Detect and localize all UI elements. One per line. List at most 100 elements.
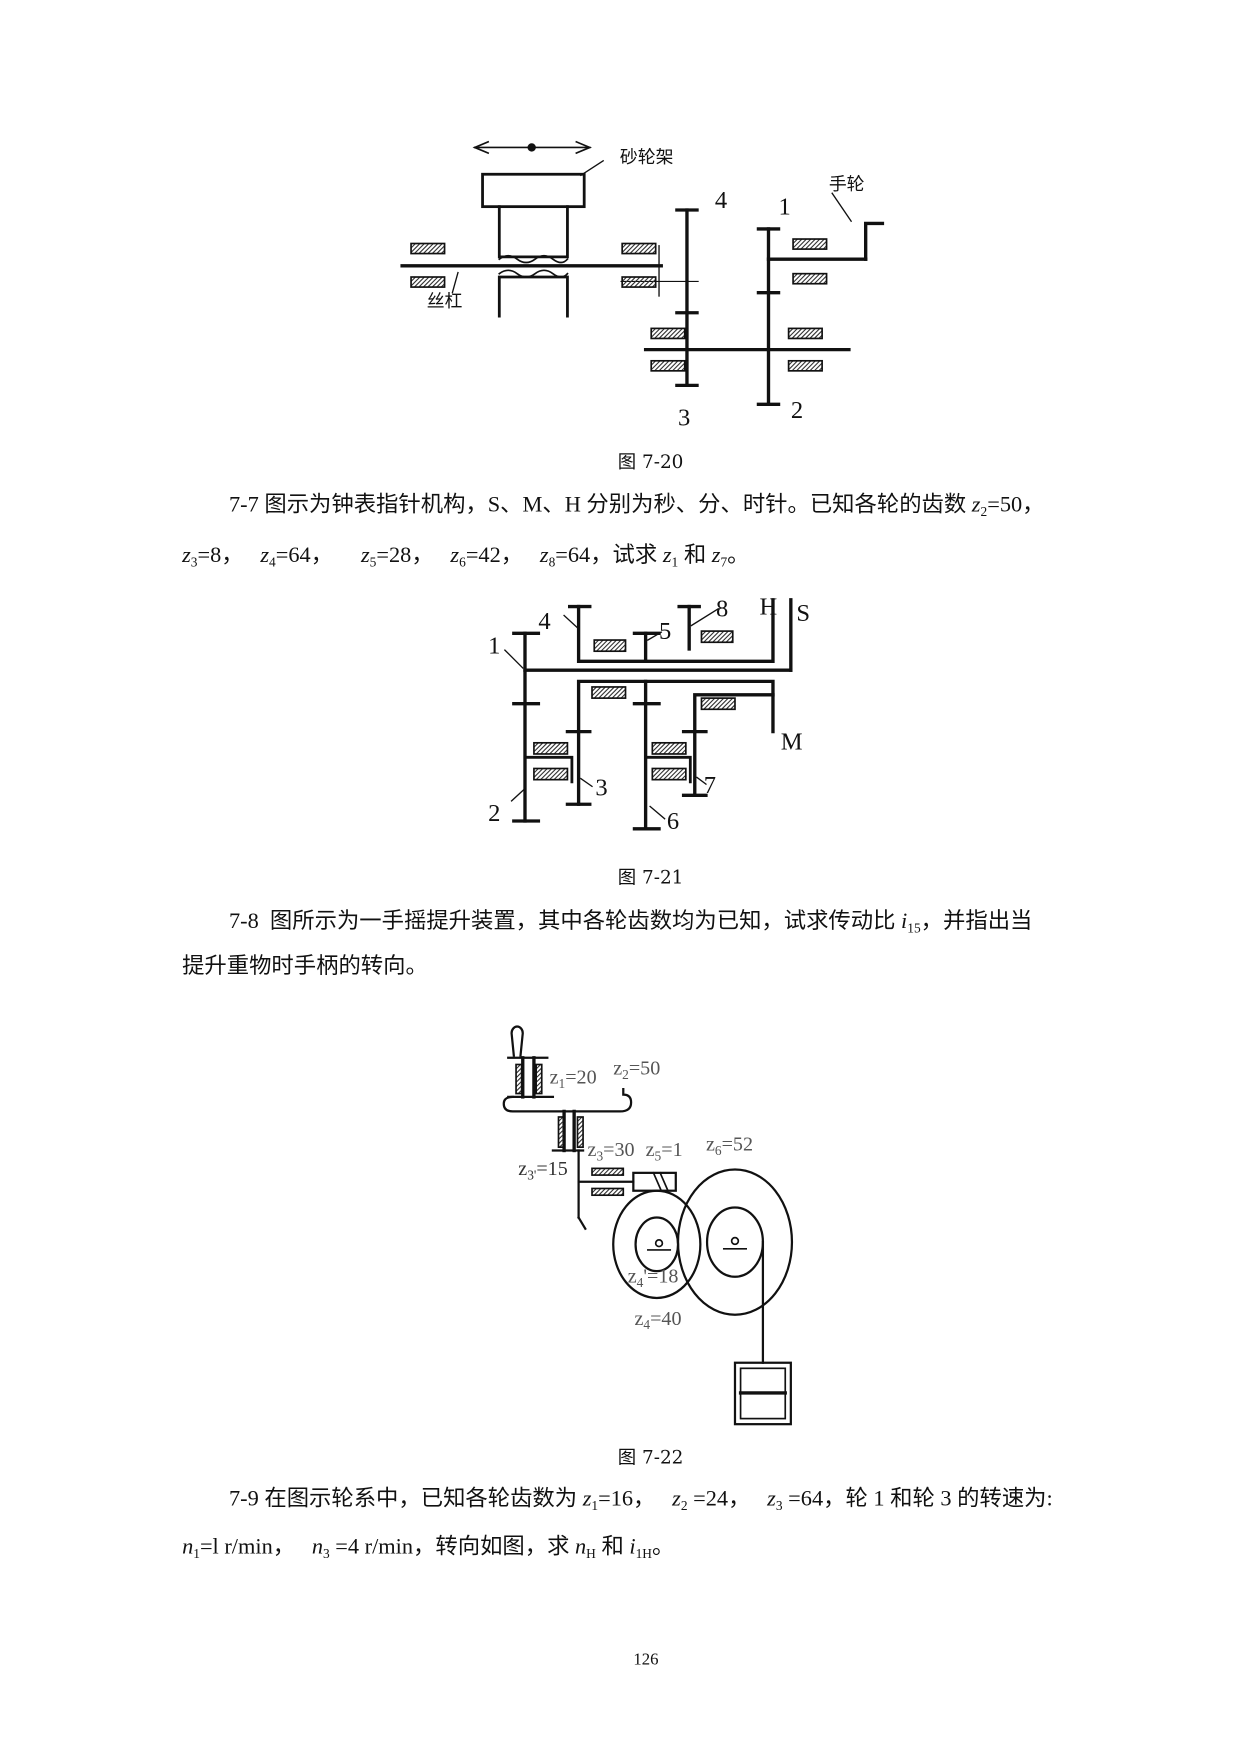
- text: 7-8 图所示为一手摇提升装置，其中各轮齿数均为已知，试求传动比: [228, 909, 902, 934]
- column-upper: [497, 205, 569, 259]
- bearing-icon: [792, 272, 828, 285]
- column-lower: [497, 275, 569, 318]
- text: =64，轮 1 和轮 3 的转速为:: [782, 1486, 1053, 1512]
- var: z: [711, 542, 721, 568]
- gear-7-hub: [693, 693, 775, 797]
- bearing-icon: [591, 1187, 625, 1197]
- figure-7-22: [502, 1025, 794, 1426]
- label-gear-3: 3: [678, 405, 690, 432]
- sub: 2: [980, 503, 988, 520]
- bearing-icon: [410, 242, 446, 255]
- sub: 15: [907, 920, 921, 937]
- label-gear-1: 1: [488, 632, 500, 659]
- sub: 6: [459, 554, 466, 570]
- label-minute-hand: M: [781, 729, 803, 756]
- gear-4-hub: [567, 598, 775, 663]
- bearing-icon: [621, 242, 657, 255]
- bearing-icon: [593, 639, 627, 653]
- sub: 3: [323, 1545, 330, 1562]
- sub: 4: [269, 554, 276, 570]
- bearing-icon: [591, 686, 627, 699]
- label-z6: z6=52: [706, 1134, 753, 1158]
- label-hour-hand: H: [760, 593, 778, 620]
- label-gear-6: 6: [667, 808, 679, 835]
- label-z3: z3=30: [588, 1139, 635, 1163]
- bearing-icon: [535, 1063, 543, 1095]
- figure-caption-7-20: 图 7-20: [617, 451, 684, 473]
- bearing-icon: [591, 1167, 625, 1176]
- label-gear-5: 5: [659, 618, 671, 645]
- text: =4 r/min，转向如图，求: [329, 1534, 576, 1560]
- problem-7-9-line-2: n1=l r/min， n3 =4 r/min，转向如图，求 nH 和 i1H。: [182, 1534, 674, 1561]
- label-z3-prime: z3'=15: [518, 1158, 567, 1182]
- var: n: [182, 1534, 194, 1560]
- label-z4: z4=40: [634, 1308, 681, 1332]
- bearing-icon: [533, 767, 569, 781]
- var: z: [662, 542, 672, 568]
- bearing-icon: [700, 630, 734, 644]
- bearing-hatches: [410, 238, 828, 1197]
- page-number: 126: [633, 1650, 659, 1669]
- text: 。: [651, 1534, 675, 1560]
- label-z1: z1=20: [550, 1066, 597, 1090]
- text: 7-7 图示为钟表指针机构，S、M、H 分别为秒、分、时针。已知各轮的齿数: [228, 492, 972, 518]
- text: =64，试求: [555, 542, 663, 568]
- problem-7-7-line-1: 7-7 图示为钟表指针机构，S、M、H 分别为秒、分、时针。已知各轮的齿数 z2…: [228, 491, 1045, 520]
- var: z: [582, 1486, 592, 1512]
- problem-7-9-line-1: 7-9 在图示轮系中，已知各轮齿数为 z1=16， z2 =24， z3 =64…: [229, 1486, 1053, 1513]
- bearing-icon: [792, 238, 828, 250]
- label-gear-4: 4: [538, 608, 550, 635]
- figure-caption-7-22: 图 7-22: [617, 1446, 684, 1468]
- gear-z4: [612, 1189, 702, 1300]
- var: z: [260, 542, 270, 568]
- var: i: [901, 909, 908, 934]
- label-gear-2: 2: [791, 397, 803, 424]
- var: z: [971, 492, 981, 518]
- sub: 3: [190, 554, 198, 570]
- drum: [705, 1206, 765, 1278]
- label-gear-1: 1: [779, 193, 791, 220]
- text: 和: [678, 542, 712, 568]
- minute-sleeve: [576, 679, 775, 806]
- bearing-icon: [650, 327, 686, 340]
- figure-7-21: [503, 598, 793, 831]
- bearing-icon: [515, 1063, 523, 1095]
- bearing-icon: [576, 1116, 584, 1148]
- text: =16，: [598, 1486, 673, 1512]
- text: 和: [595, 1534, 630, 1560]
- label-gear-8: 8: [716, 596, 728, 623]
- grinding-head: [481, 172, 586, 209]
- text: =28，: [376, 542, 451, 568]
- label-z2: z2=50: [613, 1058, 660, 1082]
- figure-caption-7-21: 图 7-21: [617, 866, 684, 889]
- sub: 1: [591, 1497, 599, 1514]
- var: n: [575, 1534, 587, 1560]
- label-z5: z5=1: [646, 1139, 683, 1163]
- text: 7-9 在图示轮系中，已知各轮齿数为: [228, 1486, 583, 1512]
- gear-2-bracket: [502, 1087, 633, 1113]
- var: n: [311, 1534, 324, 1560]
- crank-handle-icon: [510, 1025, 524, 1057]
- text: =8，: [197, 542, 261, 568]
- traverse-arrow-icon: [472, 140, 592, 155]
- var: z: [360, 542, 370, 568]
- bearing-icon: [557, 1116, 565, 1148]
- bearing-icon: [787, 359, 823, 372]
- problem-7-8-line-2: 提升重物时手柄的转向。: [182, 953, 428, 979]
- label-grinding-head: 砂轮架: [620, 147, 674, 167]
- label-gear-2: 2: [488, 800, 500, 827]
- label-gear-3: 3: [595, 774, 607, 801]
- sub: 1: [671, 554, 679, 570]
- label-handwheel: 手轮: [829, 174, 865, 194]
- sub: 3: [775, 1497, 783, 1514]
- text: ，并指出当: [920, 909, 1033, 934]
- problem-7-8-line-1: 7-8 图所示为一手摇提升装置，其中各轮齿数均为已知，试求传动比 i15，并指出…: [229, 908, 1032, 935]
- var: z: [767, 1486, 776, 1512]
- var: z: [182, 542, 191, 568]
- sub: 1: [193, 1545, 200, 1562]
- label-lead-screw: 丝杠: [427, 291, 463, 311]
- text: =24，: [687, 1486, 768, 1512]
- var: z: [450, 542, 460, 568]
- bearing-icon: [787, 327, 823, 340]
